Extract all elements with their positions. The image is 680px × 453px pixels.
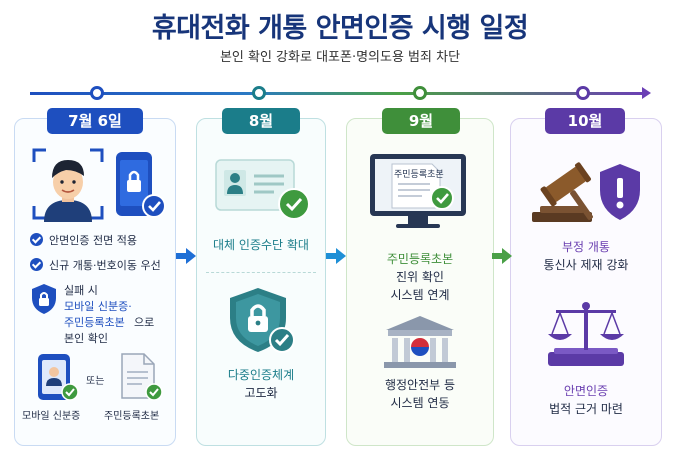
id-card-icon xyxy=(215,159,310,220)
shield-lock-icon xyxy=(230,288,295,353)
august-item-1: 대체 인증수단 확대 xyxy=(213,238,309,252)
october-item-1-line1: 부정 개통 xyxy=(562,240,610,254)
mobile-id-icon xyxy=(38,354,79,401)
october-item-2-line1: 안면인증 xyxy=(563,384,609,398)
july-item-2: 신규 개통·번호이동 우선 xyxy=(49,259,161,272)
flow-arrow-icon xyxy=(336,248,346,264)
july-fail-line3-suffix: 으로 xyxy=(134,316,155,329)
check-icon xyxy=(30,258,43,271)
timeline-line xyxy=(30,92,646,95)
gavel-warning-icon xyxy=(532,162,640,222)
face-scan-icon xyxy=(32,148,104,222)
shield-lock-icon xyxy=(32,284,56,314)
flow-arrow-shaft-2 xyxy=(326,253,336,259)
timeline-dot-july xyxy=(90,86,104,100)
stage-badge-september: 9월 xyxy=(382,108,460,134)
july-fail-line4: 본인 확인 xyxy=(64,332,108,345)
flow-arrow-icon xyxy=(502,248,512,264)
september-item-1-line3: 시스템 연계 xyxy=(390,288,450,302)
timeline-dot-september xyxy=(413,86,427,100)
july-fail-line3: 주민등록초본 xyxy=(64,316,125,329)
flow-arrow-shaft-1 xyxy=(176,253,186,259)
august-divider xyxy=(206,272,316,273)
october-item-1-line2: 통신사 제재 강화 xyxy=(543,258,629,272)
government-building-icon xyxy=(384,316,456,368)
timeline-dot-august xyxy=(252,86,266,100)
scales-of-justice-icon xyxy=(548,302,624,366)
flow-arrow-shaft-3 xyxy=(492,253,502,259)
caption-resident-doc: 주민등록초본 xyxy=(104,411,160,422)
phone-lock-icon xyxy=(116,152,166,218)
stage-badge-october: 10월 xyxy=(545,108,625,134)
september-item-1-line1: 주민등록초본 xyxy=(386,252,454,266)
stage-badge-july: 7월 6일 xyxy=(47,108,143,134)
september-item-2-line1: 행정안전부 등 xyxy=(384,378,456,392)
page-subtitle: 본인 확인 강화로 대포폰·명의도용 범죄 차단 xyxy=(219,50,461,65)
caption-mobile-id: 모바일 신분증 xyxy=(22,411,81,422)
october-item-2-line2: 법적 근거 마련 xyxy=(549,402,623,416)
timeline-dot-october xyxy=(576,86,590,100)
august-item-2-line2: 고도화 xyxy=(244,386,278,400)
monitor-doc-label: 주민등록초본 xyxy=(394,170,444,180)
or-text: 또는 xyxy=(86,376,105,387)
july-fail-line1: 실패 시 xyxy=(64,284,98,297)
flow-arrow-icon xyxy=(186,248,196,264)
september-item-2-line2: 시스템 연동 xyxy=(390,396,450,410)
september-item-1-line2: 진위 확인 xyxy=(396,270,444,284)
july-fail-line2: 모바일 신분증· xyxy=(64,300,132,313)
timeline-arrow-icon xyxy=(642,87,651,99)
july-item-1: 안면인증 전면 적용 xyxy=(49,234,137,247)
monitor-document-icon xyxy=(370,154,466,228)
stage-badge-august: 8월 xyxy=(222,108,300,134)
document-icon xyxy=(121,353,163,401)
page-title: 휴대전화 개통 안면인증 시행 일정 xyxy=(151,13,529,44)
august-item-2-line1: 다중인증체계 xyxy=(227,368,295,382)
check-icon xyxy=(30,233,43,246)
